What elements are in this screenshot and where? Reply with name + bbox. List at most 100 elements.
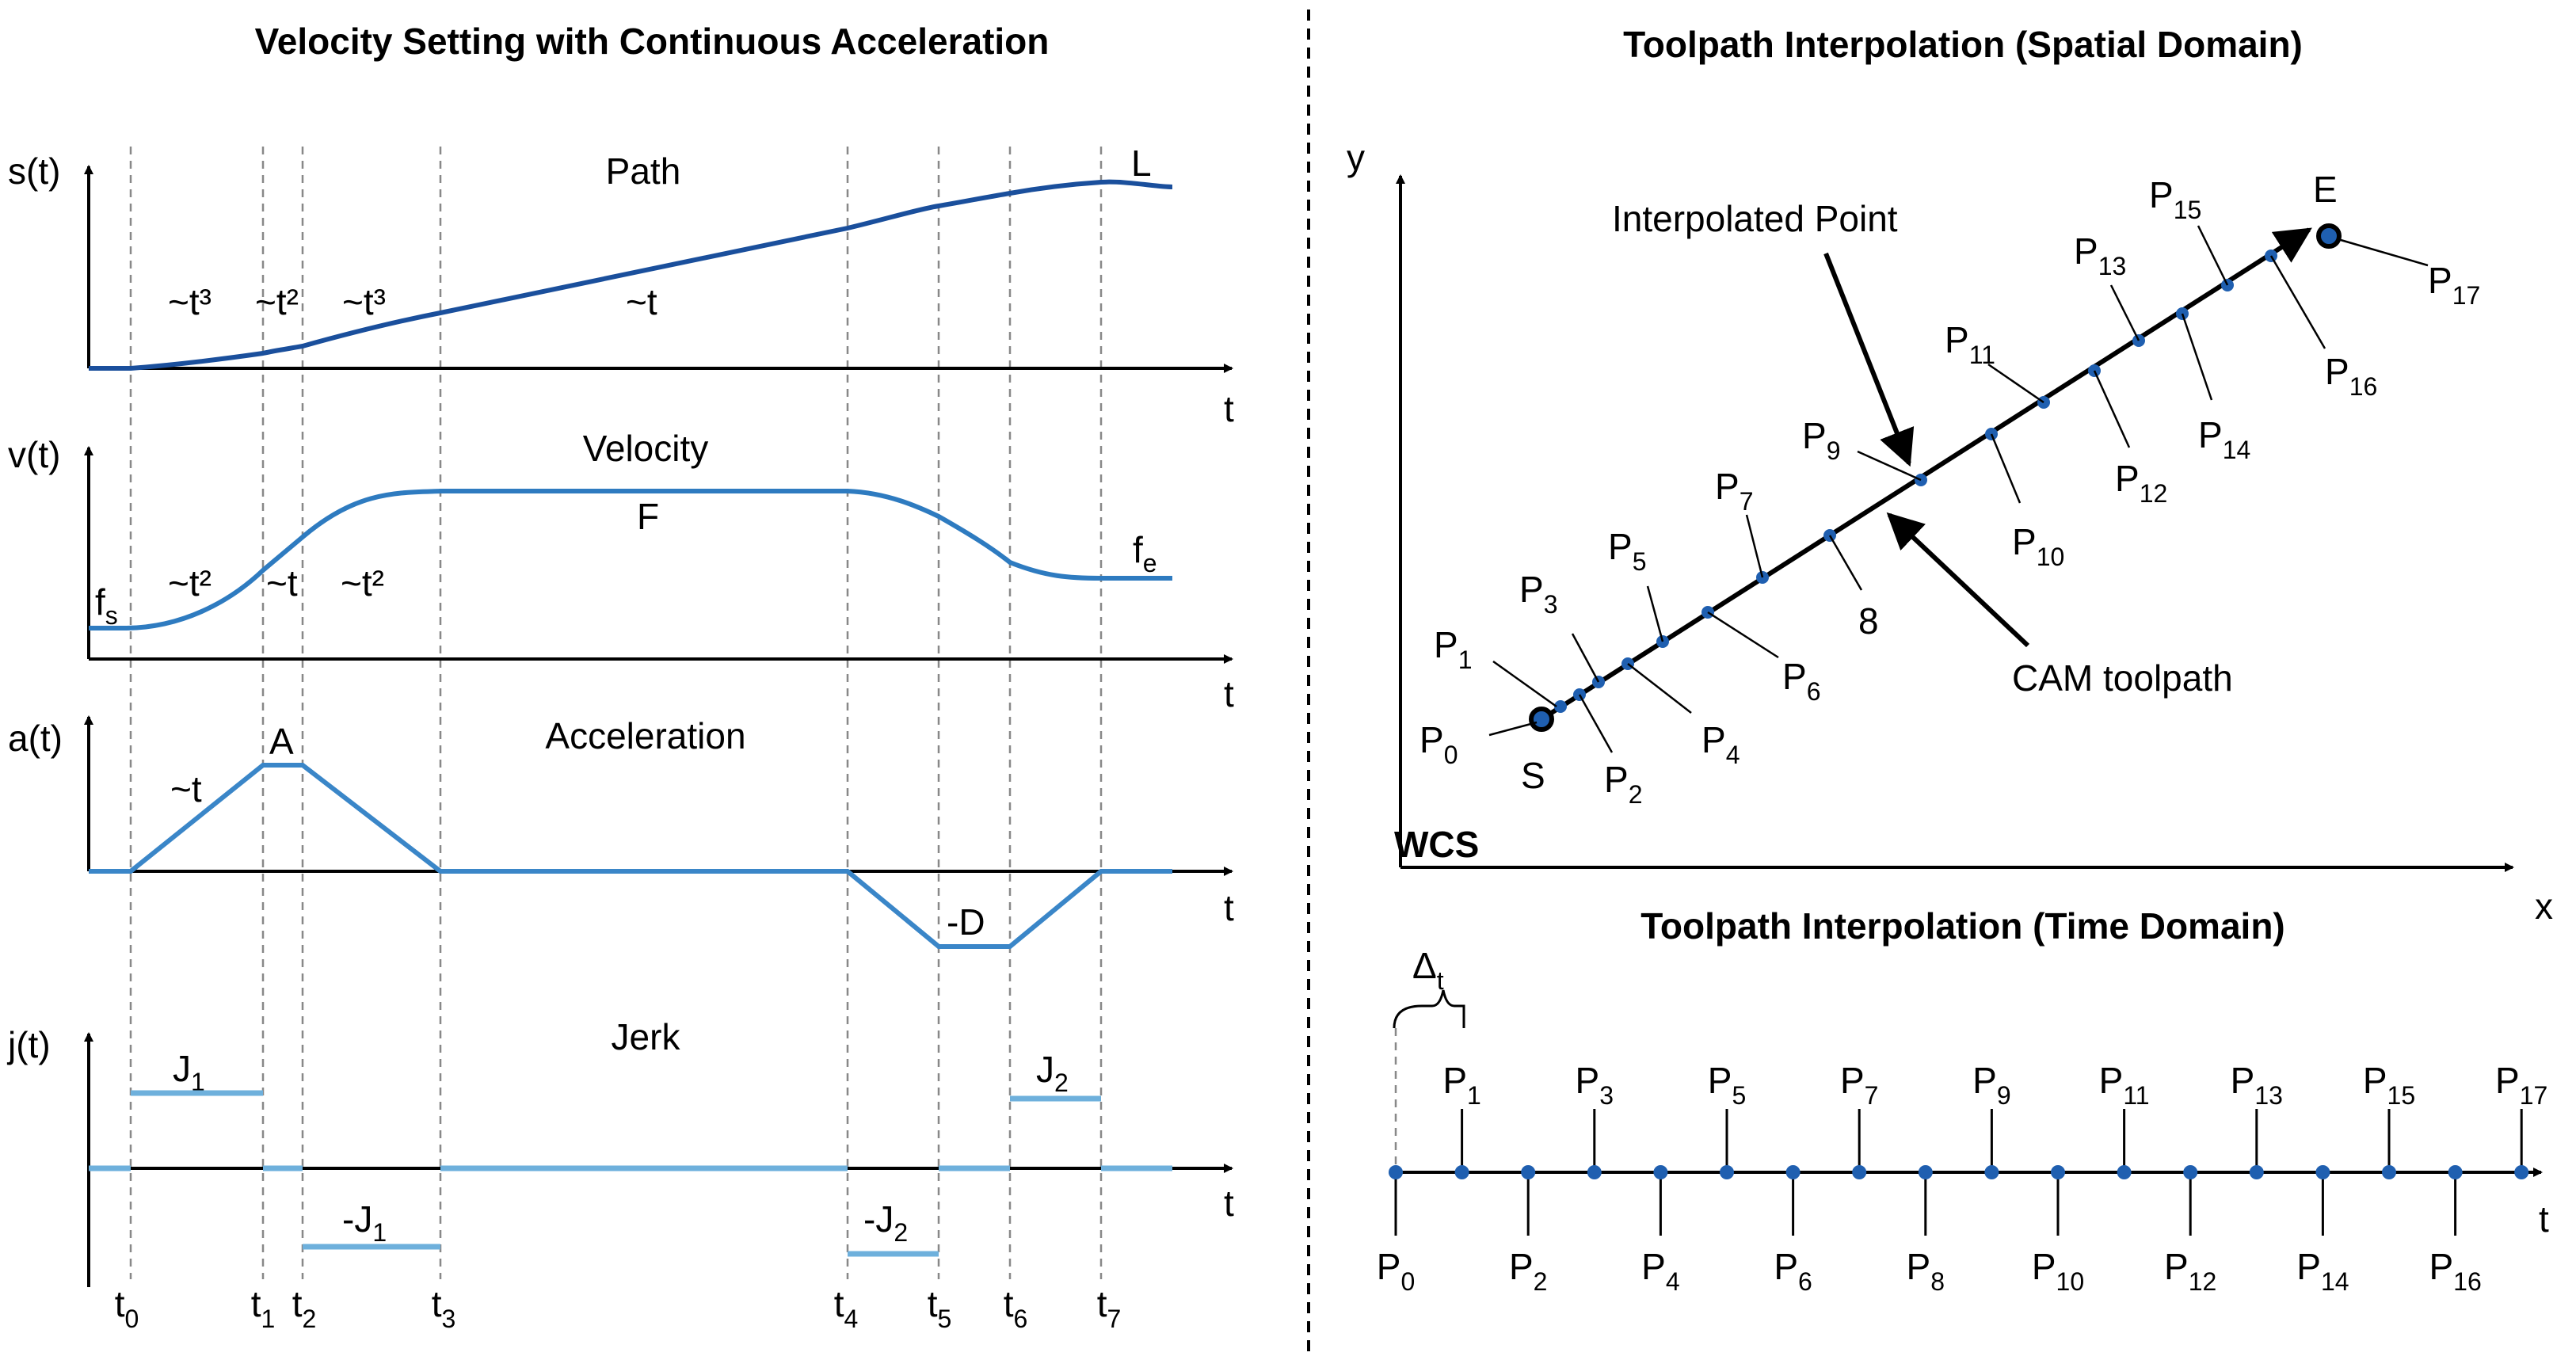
left-title: Velocity Setting with Continuous Acceler…: [255, 21, 1050, 62]
path-curve-label: Path: [606, 150, 681, 192]
path-ylabel: s(t): [8, 150, 60, 192]
time-point-P13: [2249, 1165, 2264, 1179]
end-label: E: [2313, 169, 2338, 210]
time-point-P11: [2117, 1165, 2132, 1179]
jerk-label-neg-J1: -J1: [342, 1198, 387, 1247]
time-label-P16: P16: [2429, 1246, 2481, 1296]
annotation-cam-toolpath: CAM toolpath: [2012, 657, 2233, 699]
start-label: S: [1521, 755, 1545, 796]
time-point-P12: [2183, 1165, 2198, 1179]
jerk-label-J2: J2: [1036, 1049, 1069, 1097]
time-point-P17: [2514, 1165, 2529, 1179]
velocity-curve: [89, 489, 1172, 630]
time-point-P5: [1720, 1165, 1734, 1179]
spatial-label-P16: P16: [2325, 351, 2377, 401]
time-domain-points: [1389, 1165, 2529, 1179]
time-label-P17: P17: [2495, 1060, 2547, 1110]
spatial-label-P6: P6: [1782, 656, 1820, 706]
path-seg-label-3: ~t³: [342, 281, 386, 322]
time-label-P1: P1: [1442, 1060, 1480, 1110]
jerk-ylabel: j(t): [6, 1024, 51, 1065]
path-t-label: t: [1224, 388, 1234, 429]
time-label-t6: t6: [1004, 1283, 1028, 1333]
time-label-P2: P2: [1509, 1246, 1547, 1296]
time-label-P14: P14: [2296, 1246, 2349, 1296]
time-point-P15: [2382, 1165, 2396, 1179]
accel-trough-label: -D: [947, 901, 985, 943]
time-domain-ticks: [1394, 1109, 2523, 1236]
time-point-P6: [1785, 1165, 1801, 1179]
time-point-P9: [1984, 1165, 1999, 1179]
cam-toolpath-line: [1540, 227, 2312, 722]
accel-curve-label: Acceleration: [545, 715, 745, 756]
spatial-label-P14: P14: [2198, 414, 2250, 464]
velocity-start-label: fs: [95, 581, 118, 630]
spatial-label-P7: P7: [1715, 466, 1753, 516]
spatial-label-P10: P10: [2012, 521, 2064, 571]
path-seg-label-4: ~t: [626, 281, 657, 322]
time-point-P0: [1389, 1165, 1403, 1179]
jerk-label-J1: J1: [173, 1048, 205, 1096]
accel-curve: [89, 763, 1172, 949]
time-label-t7: t7: [1097, 1283, 1122, 1333]
jerk-curve: [89, 1090, 1172, 1257]
spatial-label-P13: P13: [2074, 230, 2126, 280]
time-label-t1: t1: [251, 1283, 276, 1333]
time-label-P11: P11: [2099, 1060, 2150, 1110]
time-label-t5: t5: [928, 1283, 952, 1333]
jerk-curve-label: Jerk: [612, 1016, 681, 1057]
time-label-P5: P5: [1708, 1060, 1746, 1110]
spatial-x-label: x: [2535, 886, 2553, 927]
accel-seg-label: ~t: [170, 768, 202, 810]
time-point-P8: [1918, 1165, 1933, 1179]
time-label-P9: P9: [1972, 1060, 2010, 1110]
time-point-P3: [1587, 1165, 1602, 1179]
time-point-P4: [1653, 1165, 1668, 1179]
velocity-subplot: v(t) t Velocity F fs fe ~t² ~t ~t²: [8, 428, 1234, 714]
annotation-interpolated-point: Interpolated Point: [1612, 198, 1898, 239]
velocity-seg-label-2: ~t: [266, 562, 298, 604]
jerk-t-label: t: [1224, 1183, 1234, 1224]
time-label-P13: P13: [2231, 1060, 2283, 1110]
jerk-subplot: j(t) t Jerk J1 -J1 -J2 J2: [6, 1016, 1234, 1287]
time-domain-point-labels: P0P1P2P3P4P5P6P7P8P9P10P11P12P13P14P15P1…: [1377, 1060, 2548, 1296]
spatial-y-label: y: [1347, 137, 1365, 178]
time-label-t0: t0: [115, 1283, 139, 1333]
cam-toolpath-arrow: [1886, 512, 2030, 648]
path-seg-label-1: ~t³: [168, 281, 211, 322]
time-label-P3: P3: [1576, 1060, 1614, 1110]
time-label-P7: P7: [1840, 1060, 1878, 1110]
spatial-label-P2: P2: [1604, 759, 1642, 809]
velocity-end-label: fe: [1133, 529, 1157, 577]
time-domain-panel: Toolpath Interpolation (Time Domain) t Δ…: [1377, 905, 2549, 1296]
interp-point: [1554, 700, 1567, 713]
spatial-label-P15: P15: [2149, 174, 2201, 224]
velocity-seg-label-1: ~t²: [168, 562, 211, 604]
end-point-E: [2316, 223, 2342, 249]
time-point-P10: [2051, 1165, 2065, 1179]
delta-label: Δt: [1412, 945, 1444, 995]
velocity-seg-label-3: ~t²: [341, 562, 384, 604]
time-label-P4: P4: [1641, 1246, 1679, 1296]
jerk-label-neg-J2: -J2: [863, 1198, 908, 1247]
point-leader-lines: [1488, 225, 2429, 753]
start-point-S: [1529, 707, 1554, 732]
accel-peak-label: A: [269, 721, 294, 762]
spatial-label-P4: P4: [1701, 719, 1740, 769]
spatial-label-P5: P5: [1608, 526, 1646, 576]
time-domain-t-label: t: [2539, 1198, 2549, 1240]
time-point-P16: [2448, 1165, 2463, 1179]
path-curve: [89, 179, 1173, 371]
time-label-P8: P8: [1907, 1246, 1945, 1296]
time-labels: t0 t1 t2 t3 t4 t5 t6 t7: [115, 1283, 1122, 1333]
velocity-curve-label: Velocity: [583, 428, 709, 469]
time-domain-title: Toolpath Interpolation (Time Domain): [1640, 905, 2285, 947]
spatial-label-P17: P17: [2428, 260, 2480, 310]
spatial-title: Toolpath Interpolation (Spatial Domain): [1623, 24, 2303, 65]
interpolated-point-arrow: [1823, 252, 1915, 467]
delta-bracket: Δt: [1393, 945, 1465, 1172]
acceleration-subplot: a(t) t Acceleration A -D ~t: [8, 715, 1234, 949]
spatial-label-P11: P11: [1945, 319, 1995, 369]
time-label-P12: P12: [2164, 1246, 2216, 1296]
